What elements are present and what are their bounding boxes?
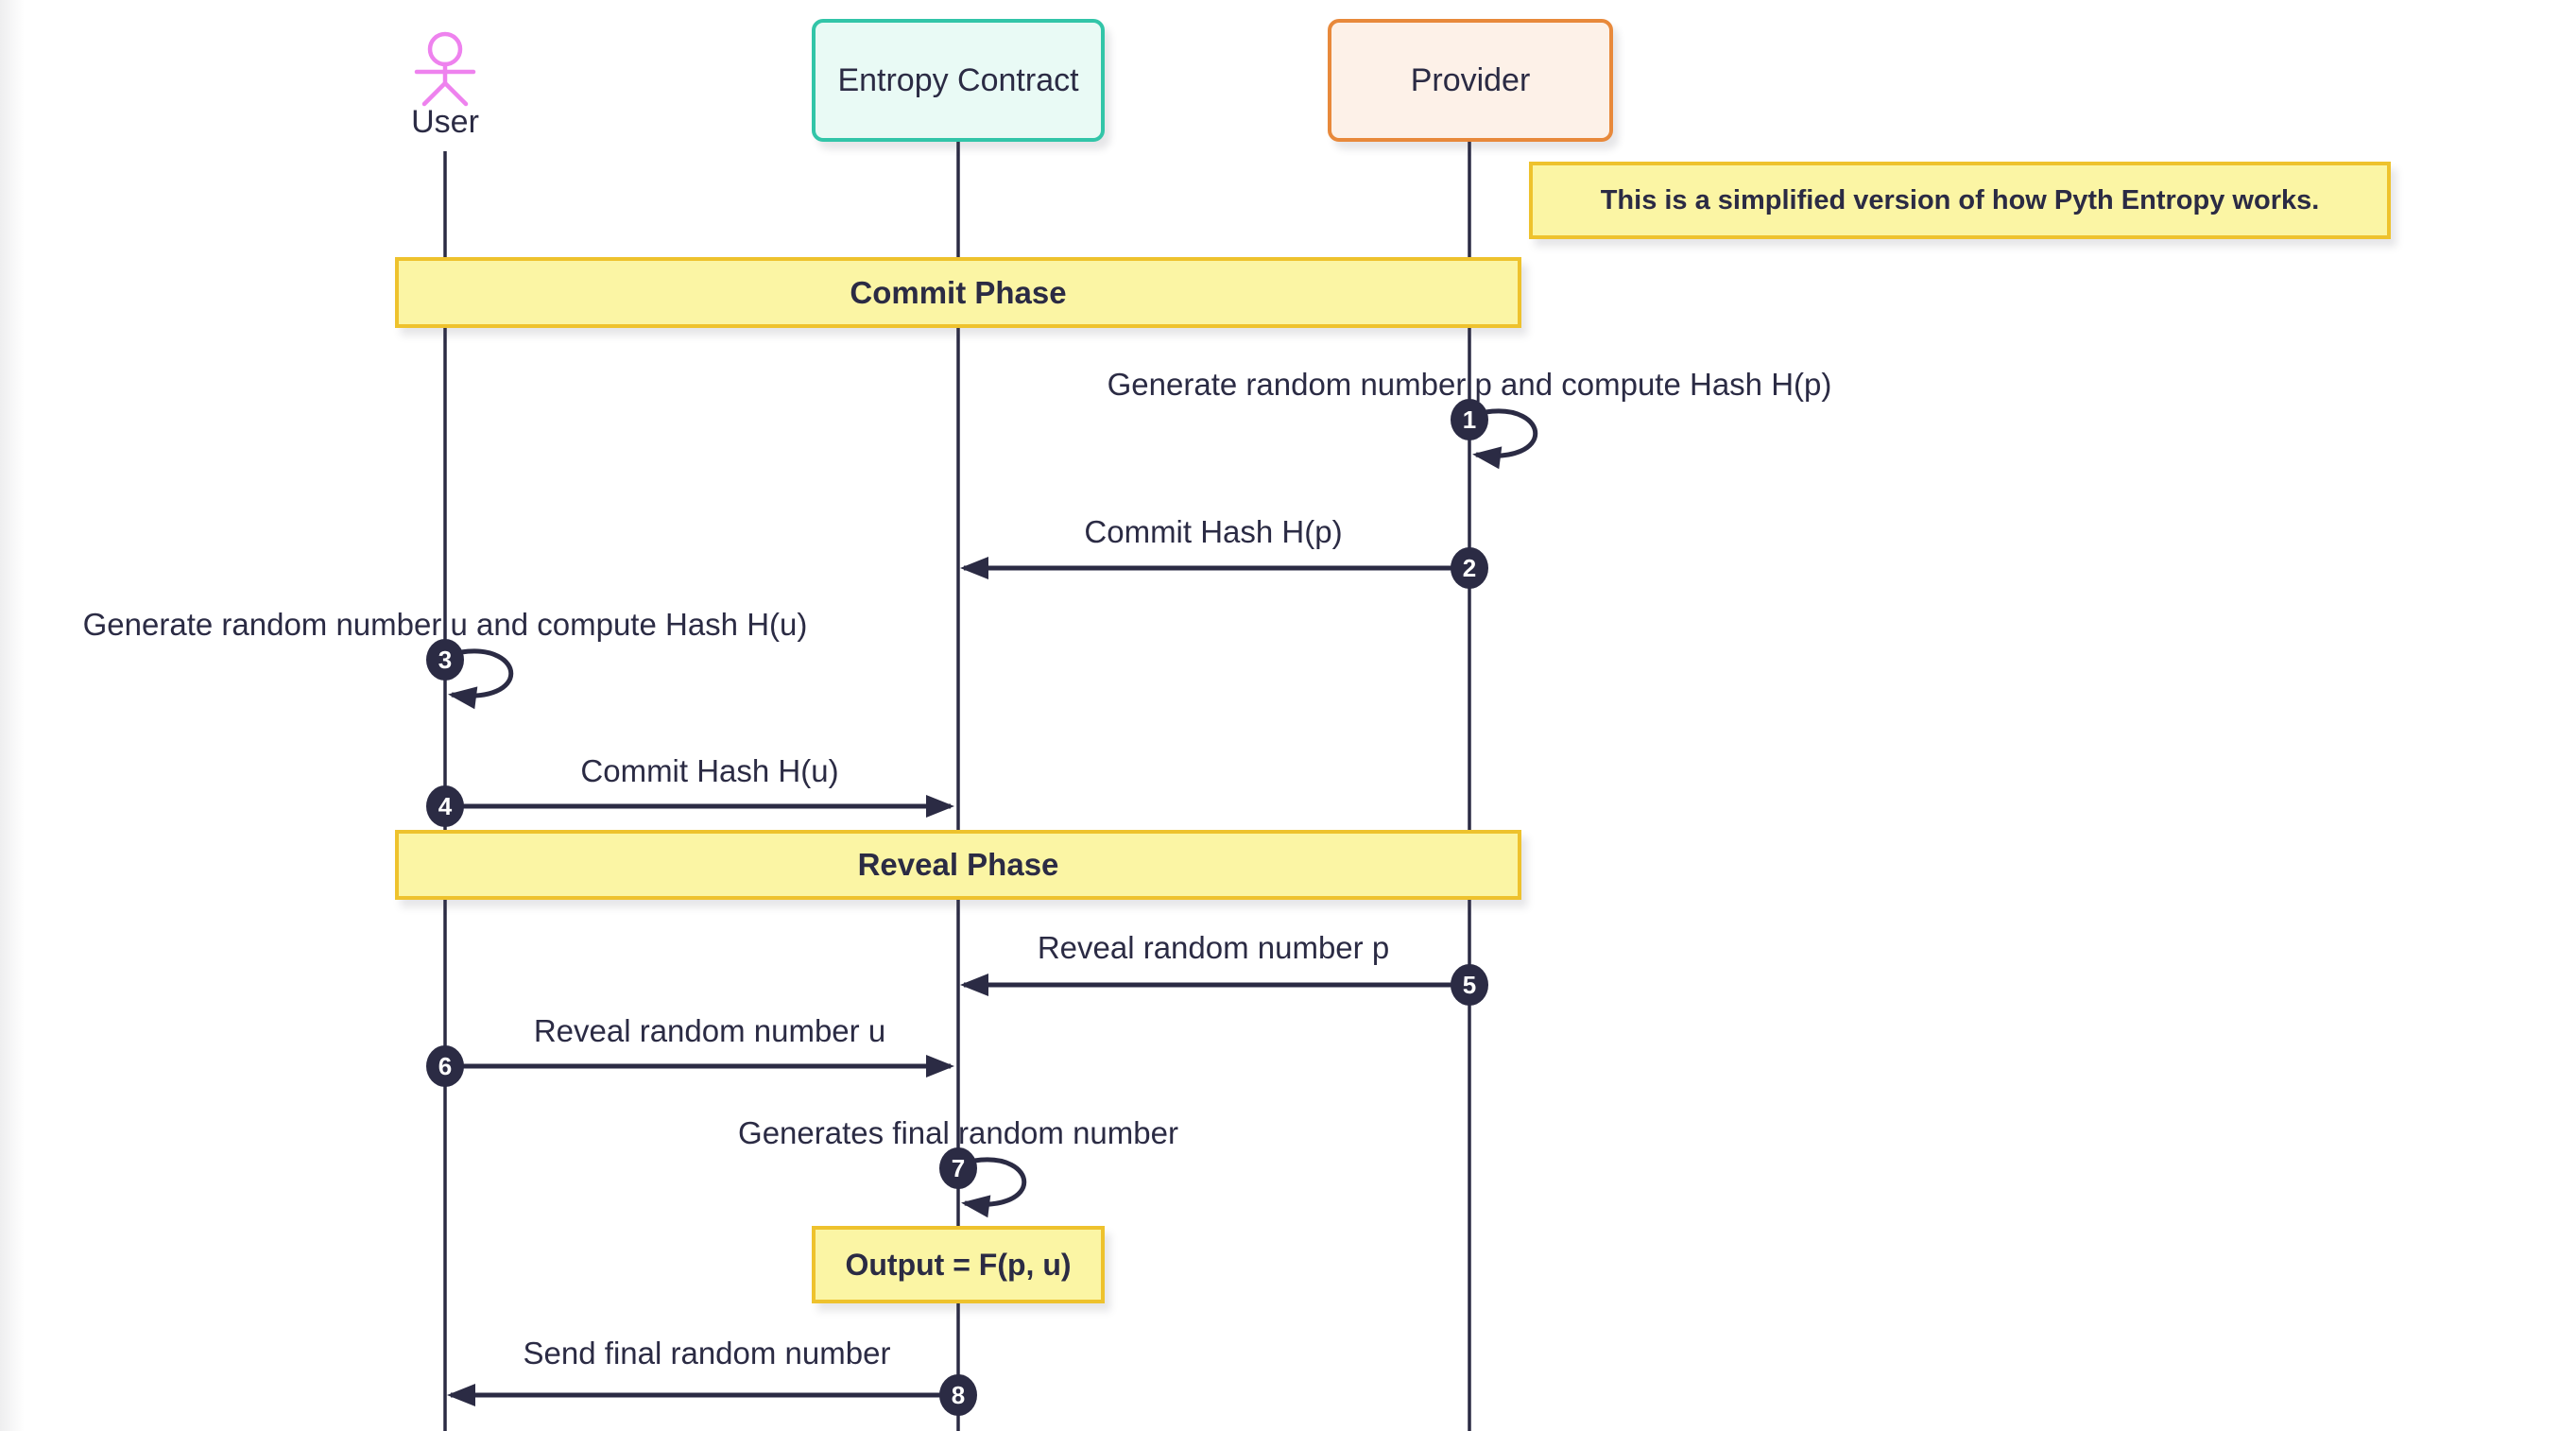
note-box: This is a simplified version of how Pyth… xyxy=(1529,162,2391,239)
participant-entropy-contract: Entropy Contract xyxy=(812,19,1105,142)
sequence-number-badge-6: 6 xyxy=(426,1045,464,1087)
user-actor-icon xyxy=(414,31,476,107)
participant-provider: Provider xyxy=(1328,19,1613,142)
message-label-8: Send final random number xyxy=(523,1336,891,1371)
sequence-number-badge-2: 2 xyxy=(1451,547,1488,589)
message-label-4: Commit Hash H(u) xyxy=(580,753,839,788)
sequence-number-badge-7: 7 xyxy=(939,1147,977,1189)
self-loop-user xyxy=(448,648,514,710)
sequence-number-badge-8: 8 xyxy=(939,1374,977,1416)
actor-label-user: User xyxy=(411,104,479,140)
message-label-1: Generate random number p and compute Has… xyxy=(1107,367,1832,402)
message-label-2: Commit Hash H(p) xyxy=(1084,514,1343,549)
self-loop-entropy-contract xyxy=(961,1157,1027,1218)
sequence-number-badge-1: 1 xyxy=(1451,399,1488,440)
phase-banner-commit: Commit Phase xyxy=(395,257,1521,328)
actor-label-provider: Provider xyxy=(1410,61,1531,98)
phase-banner-reveal: Reveal Phase xyxy=(395,830,1521,900)
sequence-number-badge-3: 3 xyxy=(426,639,464,681)
sequence-number-badge-5: 5 xyxy=(1451,964,1488,1006)
sequence-number-badge-4: 4 xyxy=(426,785,464,827)
output-note: Output = F(p, u) xyxy=(812,1226,1105,1303)
message-label-5: Reveal random number p xyxy=(1037,930,1390,965)
actor-label-entropy-contract: Entropy Contract xyxy=(837,61,1079,98)
message-label-7: Generates final random number xyxy=(738,1115,1178,1150)
self-loop-provider xyxy=(1472,408,1538,470)
message-label-6: Reveal random number u xyxy=(533,1013,886,1048)
message-label-3: Generate random number u and compute Has… xyxy=(82,607,808,642)
